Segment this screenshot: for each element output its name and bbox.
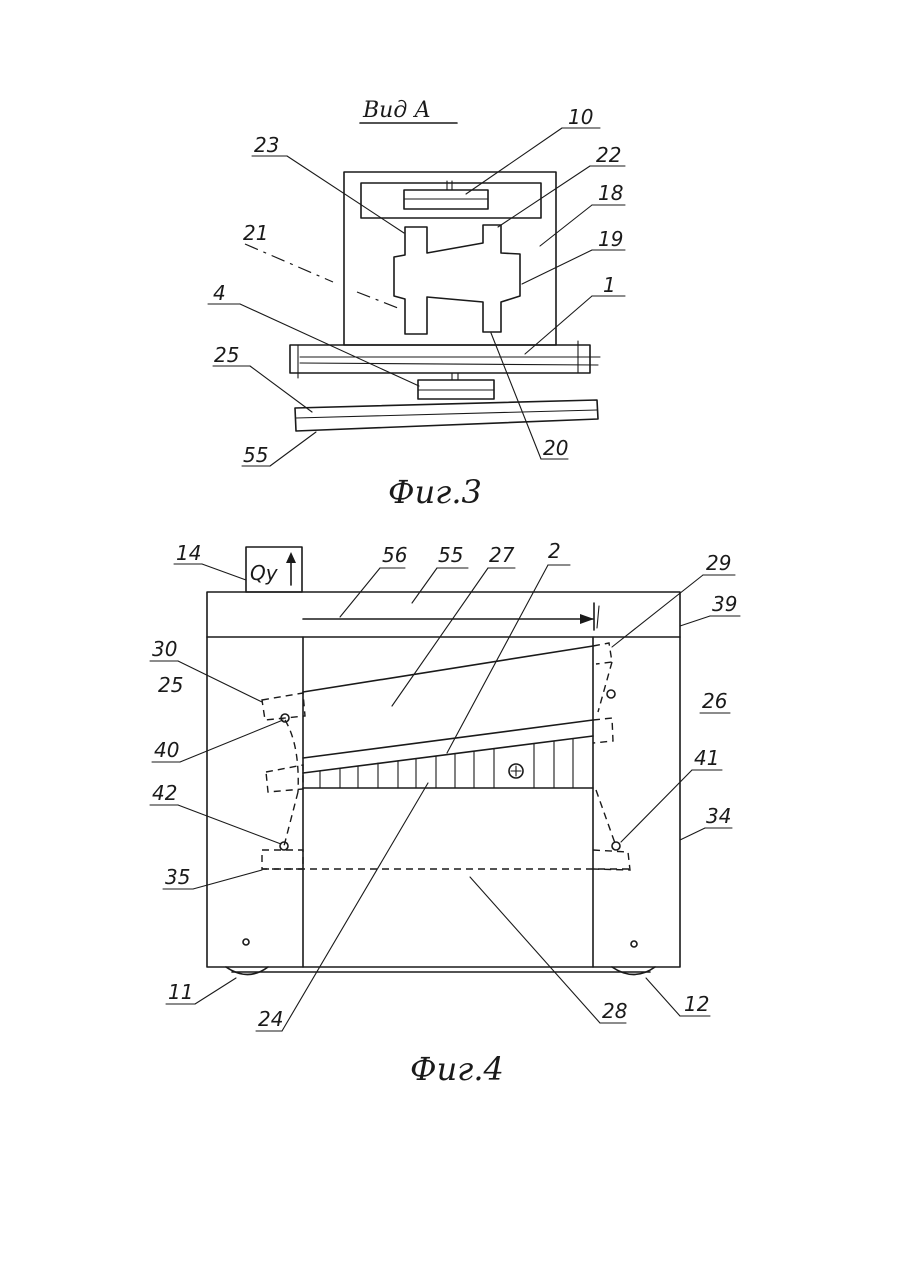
pivot-39 [607, 690, 615, 698]
label-40: 40 [154, 738, 179, 762]
label-26: 26 [702, 689, 727, 713]
label-35: 35 [165, 865, 190, 889]
label-18: 18 [598, 181, 623, 205]
figure-4: Qу [150, 539, 740, 1088]
callouts-fig3: 10 22 23 18 21 19 4 1 25 55 20 [213, 105, 623, 467]
label-29: 29 [706, 551, 731, 575]
pivot-42 [280, 842, 288, 850]
label-25: 25 [214, 343, 239, 367]
label-20: 20 [543, 436, 568, 460]
figure-3: Вид А [208, 98, 625, 511]
bolt-left [243, 939, 249, 945]
rotor-19 [394, 225, 520, 334]
rail-25 [295, 400, 598, 431]
label-21: 21 [243, 221, 268, 245]
label-10: 10 [568, 105, 593, 129]
base-plate-1 [290, 345, 590, 373]
wheel-11 [226, 967, 268, 975]
wedge-top [303, 736, 593, 773]
label-42: 42 [152, 781, 177, 805]
label-1: 1 [603, 273, 616, 297]
upper-recess [361, 183, 541, 218]
label-55: 55 [438, 543, 463, 567]
label-22: 22 [596, 143, 621, 167]
label-28: 28 [602, 999, 627, 1023]
frame [207, 592, 680, 967]
label-41: 41 [694, 746, 719, 770]
label-56: 56 [382, 543, 407, 567]
sensor-label: Qу [250, 561, 279, 585]
label-19: 19 [598, 227, 623, 251]
hatching-24 [320, 739, 573, 788]
label-34: 34 [706, 804, 731, 828]
view-title: Вид А [362, 98, 431, 123]
label-23: 23 [254, 133, 279, 157]
label-4: 4 [213, 281, 226, 305]
pivot-41 [612, 842, 620, 850]
label-55: 55 [243, 443, 268, 467]
label-25-fig4: 25 [158, 673, 183, 697]
label-14: 14 [176, 541, 201, 565]
leader-lines-fig4 [150, 564, 740, 1031]
label-11: 11 [168, 980, 193, 1004]
label-39: 39 [712, 592, 737, 616]
figure-4-caption: Фиг.4 [410, 1050, 504, 1088]
label-30: 30 [152, 637, 177, 661]
callouts-fig4: 14 56 55 27 2 29 39 30 25 26 40 41 42 34… [152, 539, 737, 1031]
label-12: 12 [684, 992, 709, 1016]
figure-3-caption: Фиг.3 [388, 473, 482, 511]
label-2: 2 [548, 539, 561, 563]
right-hinge-links [593, 643, 630, 870]
bolt-right [631, 941, 637, 947]
label-27: 27 [489, 543, 515, 567]
label-24: 24 [258, 1007, 283, 1031]
wheel-12 [612, 967, 655, 975]
housing-18 [344, 172, 556, 345]
deck-27-top [303, 646, 593, 692]
